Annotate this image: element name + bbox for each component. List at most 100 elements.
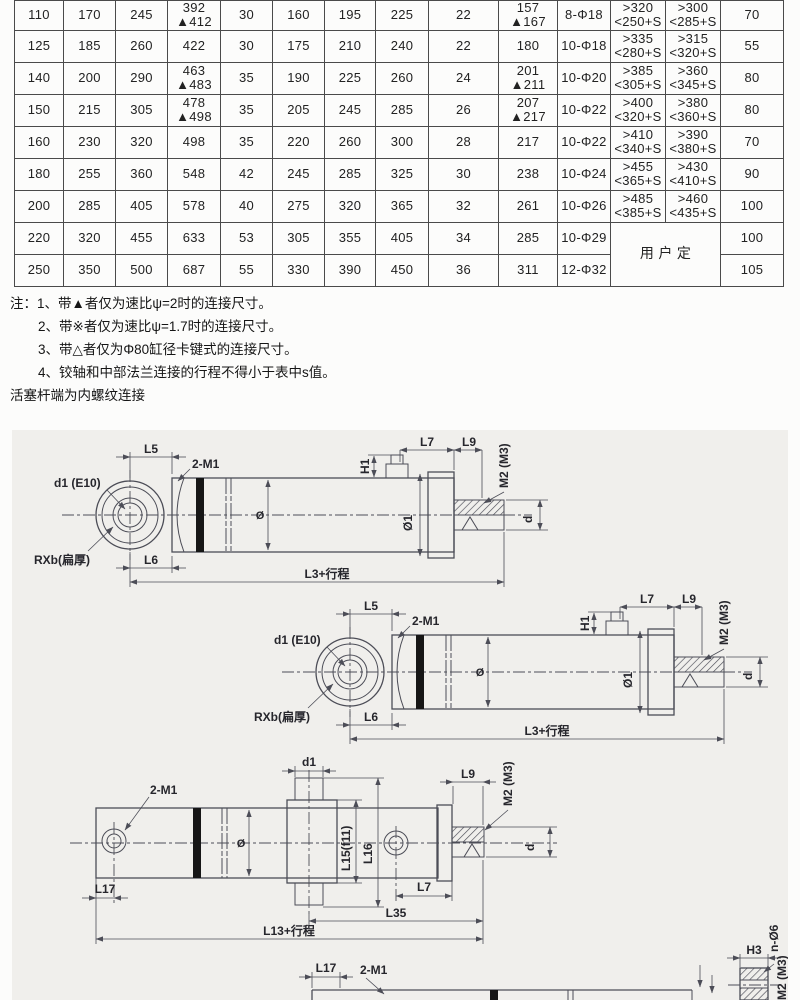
table-cell: 35 [220, 61, 273, 95]
table-cell: 10-Φ24 [557, 157, 611, 191]
table-cell: 498 [167, 125, 221, 159]
table-cell: >320 <250+S [610, 0, 666, 31]
table-cell: 687 [167, 253, 221, 287]
dim-label-l6: L6 [364, 710, 378, 724]
table-cell: 28 [428, 125, 499, 159]
table-cell: >430 <410+S [665, 157, 721, 191]
diagram-4: L17 2-M1 H3 n-Ø6 M2 (M3) [299, 924, 788, 1000]
table-cell: 200 [14, 189, 64, 223]
table-cell: 用 户 定 [610, 221, 721, 287]
table-cell: 250 [14, 253, 64, 287]
dim-label-m2: M2 (M3) [775, 955, 788, 1000]
table-cell: 225 [375, 0, 429, 31]
table-cell: 180 [498, 29, 558, 63]
table-cell: 210 [324, 29, 376, 63]
table-cell: 320 [63, 221, 116, 255]
table-cell: 217 [498, 125, 558, 159]
table-cell: 80 [720, 93, 784, 127]
diagram-3: 2-M1 d1 Ø L15(f11) L16 L9 M2 (M3) d [70, 755, 557, 944]
table-cell: 245 [272, 157, 325, 191]
dim-label-m2: M2 (M3) [497, 443, 511, 488]
dim-label-n6: n-Ø6 [767, 924, 781, 952]
table-cell: 201 ▲211 [498, 61, 558, 95]
table-cell: 40 [220, 189, 273, 223]
dim-label-l17: L17 [316, 961, 337, 975]
table-cell: 32 [428, 189, 499, 223]
table-cell: 157 ▲167 [498, 0, 558, 31]
table-cell: 225 [324, 61, 376, 95]
note-line-1: 注：1、带▲者仅为速比ψ=2时的连接尺寸。 [10, 296, 272, 311]
table-cell: 30 [428, 157, 499, 191]
table-cell: 195 [324, 0, 376, 31]
table-cell: 463 ▲483 [167, 61, 221, 95]
table-cell: 42 [220, 157, 273, 191]
dim-label-l16: L16 [361, 843, 375, 864]
table-cell: 8-Φ18 [557, 0, 611, 31]
table-cell: 325 [375, 157, 429, 191]
table-cell: 478 ▲498 [167, 93, 221, 127]
table-cell: 10-Φ22 [557, 93, 611, 127]
dim-label-d: d [521, 516, 535, 523]
table-cell: 125 [14, 29, 64, 63]
table-cell: 300 [375, 125, 429, 159]
table-cell: 422 [167, 29, 221, 63]
table-cell: 70 [720, 125, 784, 159]
table-cell: >335 <280+S [610, 29, 666, 63]
dim-label-l9: L9 [682, 592, 696, 606]
table-cell: >360 <345+S [665, 61, 721, 95]
dim-label-l5: L5 [144, 442, 158, 456]
table-cell: 255 [63, 157, 116, 191]
table-cell: 260 [375, 61, 429, 95]
table-cell: 240 [375, 29, 429, 63]
table-cell: 35 [220, 93, 273, 127]
table-cell: 320 [115, 125, 168, 159]
dim-label-m2: M2 (M3) [717, 600, 731, 645]
table-cell: 305 [272, 221, 325, 255]
table-cell: 405 [115, 189, 168, 223]
table-cell: 80 [720, 61, 784, 95]
note-line-4: 4、铰轴和中部法兰连接的行程不得小于表中s值。 [38, 365, 336, 380]
dim-label-d1e10: d1 (E10) [274, 633, 321, 647]
diagram-panel: L5 2-M1 d1 (E10) RXb(扁厚) L6 L3+行程 H1 L7 … [12, 430, 788, 1000]
table-cell: 548 [167, 157, 221, 191]
table-cell: 10-Φ20 [557, 61, 611, 95]
dim-label-l3: L3+行程 [524, 723, 569, 738]
table-cell: 207 ▲217 [498, 93, 558, 127]
table-cell: 500 [115, 253, 168, 287]
dim-label-phi1: Ø1 [621, 672, 635, 688]
table-cell: 185 [63, 29, 116, 63]
table-cell: 175 [272, 29, 325, 63]
dim-label-l35: L35 [386, 906, 407, 920]
dim-label-rxb: RXb(扁厚) [254, 709, 310, 724]
dim-label-phi: Ø [256, 510, 265, 522]
table-cell: >300 <285+S [665, 0, 721, 31]
table-cell: 150 [14, 93, 64, 127]
table-cell: 311 [498, 253, 558, 287]
table-cell: 170 [63, 0, 116, 31]
dim-label-d: d [523, 844, 537, 851]
table-cell: 90 [720, 157, 784, 191]
table-cell: 24 [428, 61, 499, 95]
dim-label-l7: L7 [420, 435, 434, 449]
table-cell: 100 [720, 189, 784, 223]
table-cell: 260 [324, 125, 376, 159]
table-cell: >385 <305+S [610, 61, 666, 95]
dim-label-l7: L7 [640, 592, 654, 606]
table-cell: 180 [14, 157, 64, 191]
dim-label-l17: L17 [95, 882, 116, 896]
dim-label-l5: L5 [364, 599, 378, 613]
dim-label-l15: L15(f11) [339, 826, 353, 871]
table-cell: 12-Φ32 [557, 253, 611, 287]
table-cell: 275 [272, 189, 325, 223]
table-cell: >315 <320+S [665, 29, 721, 63]
table-cell: 245 [324, 93, 376, 127]
table-cell: 285 [324, 157, 376, 191]
table-cell: 26 [428, 93, 499, 127]
